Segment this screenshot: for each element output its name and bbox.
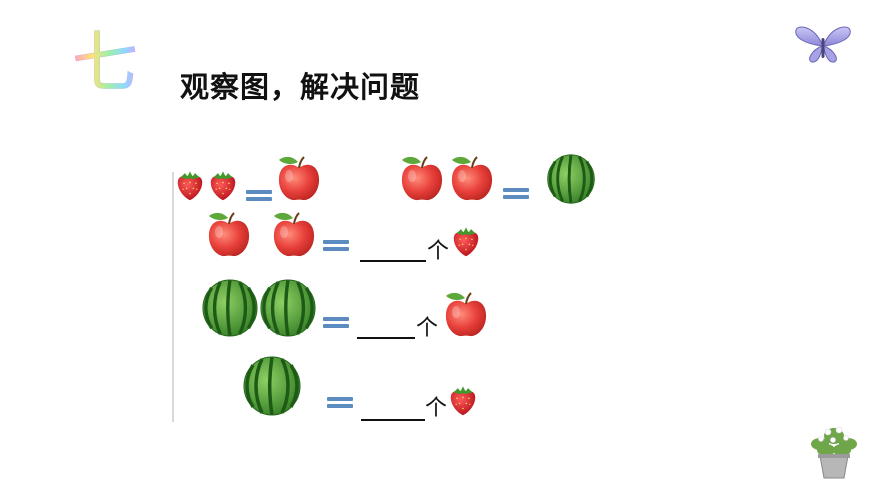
section-number: 七 bbox=[72, 24, 139, 101]
apple-icon bbox=[450, 155, 494, 202]
strawberry-icon bbox=[177, 171, 203, 201]
strawberry-icon bbox=[453, 227, 479, 257]
answer-blank[interactable] bbox=[361, 419, 425, 421]
apple-icon bbox=[400, 155, 444, 202]
watermelon-icon bbox=[546, 153, 596, 205]
unit-label: 个 bbox=[416, 316, 439, 341]
watermelon-icon bbox=[201, 278, 259, 338]
divider-line bbox=[172, 172, 174, 422]
apple-icon bbox=[272, 211, 316, 258]
answer-blank[interactable] bbox=[360, 260, 426, 262]
equals-sign bbox=[503, 187, 529, 200]
page-title: 观察图，解决问题 bbox=[180, 70, 421, 104]
watermelon-icon bbox=[242, 355, 302, 417]
equals-sign bbox=[323, 316, 349, 329]
unit-label: 个 bbox=[427, 239, 450, 264]
answer-blank[interactable] bbox=[357, 337, 415, 339]
equals-sign bbox=[246, 189, 272, 202]
strawberry-icon bbox=[210, 171, 236, 201]
flower-pot-icon bbox=[811, 426, 857, 479]
equals-sign bbox=[327, 396, 353, 409]
strawberry-icon bbox=[450, 386, 476, 416]
apple-icon bbox=[444, 291, 488, 338]
watermelon-icon bbox=[259, 278, 317, 338]
equals-sign bbox=[323, 239, 349, 252]
unit-label: 个 bbox=[425, 396, 448, 421]
butterfly-icon bbox=[795, 26, 851, 63]
apple-icon bbox=[207, 211, 251, 258]
apple-icon bbox=[277, 155, 321, 202]
